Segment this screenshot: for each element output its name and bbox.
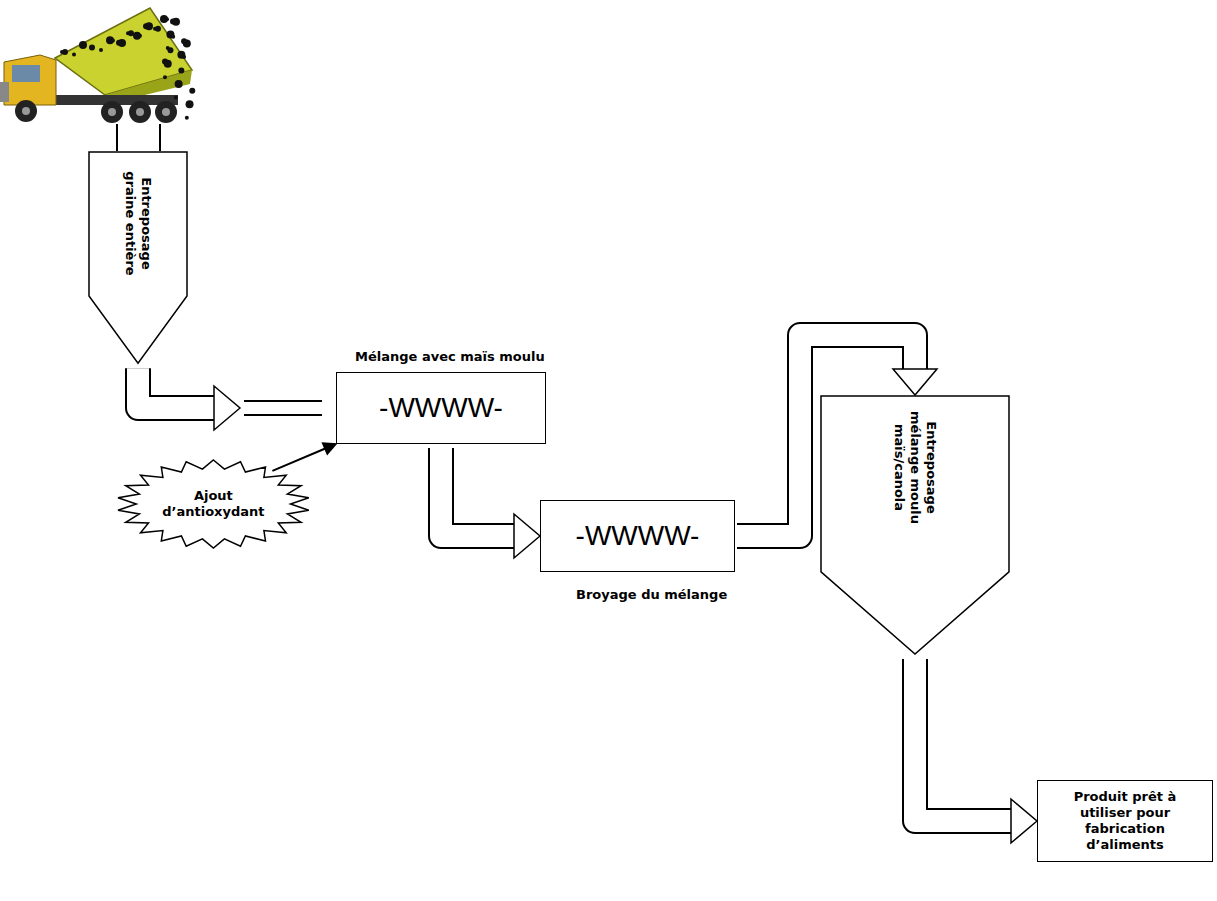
grain-particle	[106, 36, 114, 44]
storage-arrow-shape	[821, 396, 1009, 654]
step-heading: Mélange avec maïs moulu	[355, 349, 545, 365]
chute-line	[116, 124, 118, 151]
grain-particle	[111, 38, 115, 42]
grain-particle	[178, 68, 184, 74]
node-label: -WWWW-	[379, 392, 503, 424]
grain-particle	[182, 55, 186, 59]
grain-particle	[189, 88, 195, 94]
grain-particle	[163, 75, 167, 79]
storage-arrow-shape	[89, 152, 187, 363]
grain-particle	[128, 30, 134, 36]
storage-silo-arrow: Entreposage graine entière	[88, 151, 188, 364]
grain-particle	[145, 22, 153, 30]
grain-particle	[160, 15, 168, 23]
grain-particle	[165, 17, 169, 21]
grinder-box: -WWWW-Broyage du mélange	[540, 500, 735, 572]
flow-arrow	[441, 448, 540, 558]
arrow-outline	[441, 448, 515, 536]
grain-particle	[72, 53, 76, 57]
arrow-head	[514, 514, 540, 558]
arrow-head	[893, 369, 937, 395]
grain-particle	[79, 41, 87, 49]
truck-grille	[0, 82, 9, 102]
grain-particle	[167, 47, 173, 53]
grain-particle	[172, 18, 180, 26]
product-box: Produit prêt à utiliser pour fabrication…	[1037, 780, 1213, 862]
feed-line	[244, 400, 322, 402]
arrow-line	[272, 448, 325, 471]
feed-line	[244, 414, 322, 416]
truck-window	[12, 65, 40, 82]
grain-particle	[177, 51, 185, 59]
flow-arrow	[272, 443, 336, 471]
node-label: Entreposage graine entière	[122, 161, 154, 286]
arrow-outline	[138, 368, 215, 408]
arrow-outline	[915, 659, 1012, 821]
grain-particle	[166, 31, 174, 39]
node-label: Produit prêt à utiliser pour fabrication…	[1046, 789, 1204, 853]
step-heading: Broyage du mélange	[576, 587, 727, 603]
grain-particle	[174, 96, 178, 100]
grain-particle	[175, 80, 183, 88]
grain-particle	[185, 116, 189, 120]
grain-particle	[62, 49, 68, 55]
flow-arrow	[915, 659, 1037, 843]
dump-truck	[0, 8, 195, 123]
arrow-fill	[915, 659, 1012, 821]
grain-particle	[99, 48, 103, 52]
truck-wheels	[15, 100, 177, 123]
arrow-head	[323, 443, 336, 454]
wheel-hubs	[22, 107, 170, 116]
grain-particle	[171, 35, 175, 39]
node-label: Ajout d’antioxydant	[152, 488, 274, 520]
grain-particle	[133, 32, 141, 40]
arrow-fill	[138, 368, 215, 408]
additive-burst: Ajout d’antioxydant	[115, 458, 312, 550]
flow-arrow	[138, 368, 322, 430]
grain-particle	[118, 39, 126, 47]
truck-cab	[4, 55, 56, 105]
chute-line	[159, 124, 161, 151]
grain-particle	[164, 60, 172, 68]
grain-particle	[186, 100, 194, 108]
grain-particle	[155, 26, 161, 32]
arrow-head	[214, 386, 240, 430]
node-label: Entreposage mélange moulu maïs/canola	[891, 405, 939, 530]
grain-particle	[138, 34, 142, 38]
storage-silo-arrow: Entreposage mélange moulu maïs/canola	[820, 395, 1010, 655]
grain-load	[60, 15, 195, 120]
arrow-fill	[441, 448, 515, 536]
node-label: -WWWW-	[576, 520, 700, 552]
starburst-shape	[118, 460, 309, 548]
grain-particle	[183, 40, 191, 48]
mixer-box: Mélange avec maïs moulu-WWWW-	[336, 372, 546, 444]
grain-particle	[89, 44, 95, 50]
arrow-head	[1011, 799, 1037, 843]
